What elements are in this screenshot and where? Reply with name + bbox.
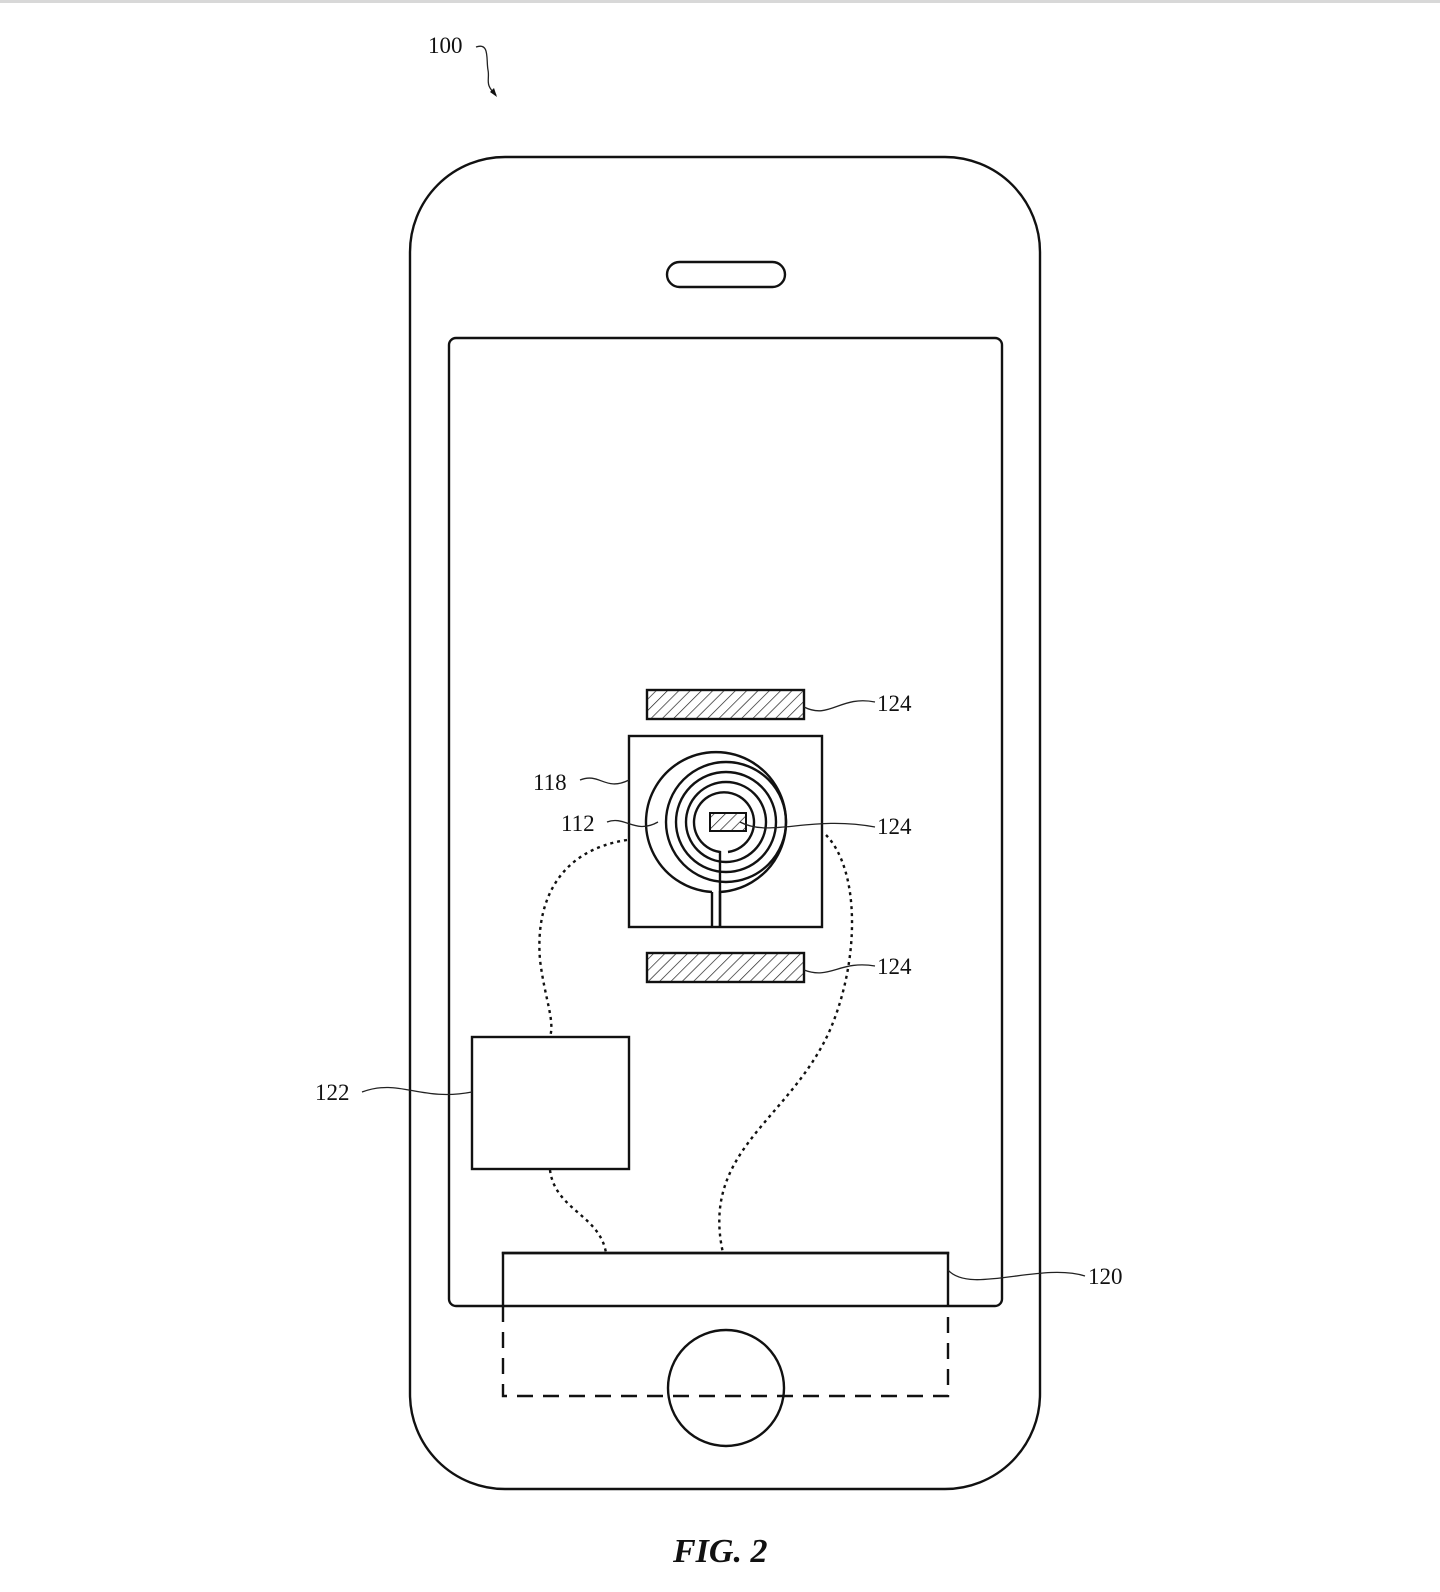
processor-block [470,1035,631,1171]
leader-124-center [739,821,876,829]
label-100: 100 [428,33,463,58]
sensor-module [501,1251,950,1306]
leader-112 [606,819,659,828]
speaker-slot [665,260,787,289]
leader-124-bottom [803,964,876,974]
arrowhead-100 [490,88,497,97]
figure-caption: FIG. 2 [672,1533,767,1570]
label-120: 120 [1088,1264,1123,1289]
magnet-bottom [645,951,806,984]
home-button [666,1328,786,1448]
connection-coil-sensor [718,834,854,1254]
leader-100 [475,45,497,96]
coil-spiral [644,750,788,926]
leader-122 [361,1086,473,1096]
label-124-top: 124 [877,691,912,716]
label-112: 112 [561,811,595,836]
label-118: 118 [533,770,567,795]
magnet-top [645,688,806,721]
coil-module [627,734,824,929]
leader-120 [947,1269,1086,1281]
connection-coil-processor [538,838,628,1038]
magnet-center [709,812,747,832]
connection-processor-sensor [548,1169,608,1254]
phone-body [408,155,1042,1491]
label-124-center: 124 [877,814,912,839]
sensor-module-hidden [501,1306,950,1398]
leader-118 [579,777,630,785]
label-124-bottom: 124 [877,954,912,979]
leader-124-top [803,700,876,712]
display-screen [447,336,1004,1308]
label-122: 122 [315,1080,350,1105]
page-top-border [0,0,1440,3]
